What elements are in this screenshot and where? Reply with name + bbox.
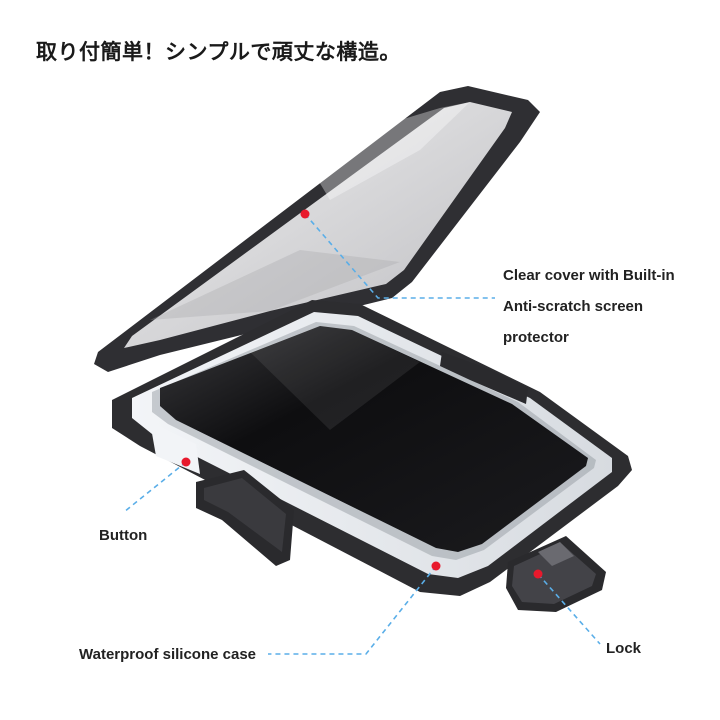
cover-leader-line [304, 213, 495, 299]
callout-cover: Clear cover with Built-in Anti-scratch s… [503, 260, 675, 353]
lock-marker [533, 569, 543, 579]
headline: 取り付簡単！シンプルで頑丈な構造。 [36, 40, 401, 64]
callout-cover-line2: Anti-scratch screen [503, 298, 644, 315]
cover-marker [300, 209, 310, 219]
side-latch [440, 352, 528, 404]
callout-waterproof: Waterproof silicone case [79, 646, 256, 663]
callout-cover-line1: Clear cover with Built-in [503, 267, 675, 284]
callout-lock: Lock [606, 640, 642, 657]
waterproof-leader-line [268, 565, 437, 655]
lock-clip [506, 536, 606, 612]
button-leader-line [123, 461, 187, 513]
button-marker [181, 457, 191, 467]
lock-leader-line [537, 573, 601, 645]
callout-cover-line3: protector [503, 329, 569, 346]
case-body [112, 300, 632, 596]
phone-screen [160, 326, 588, 552]
waterproof-marker [431, 561, 441, 571]
callout-button: Button [99, 527, 148, 544]
